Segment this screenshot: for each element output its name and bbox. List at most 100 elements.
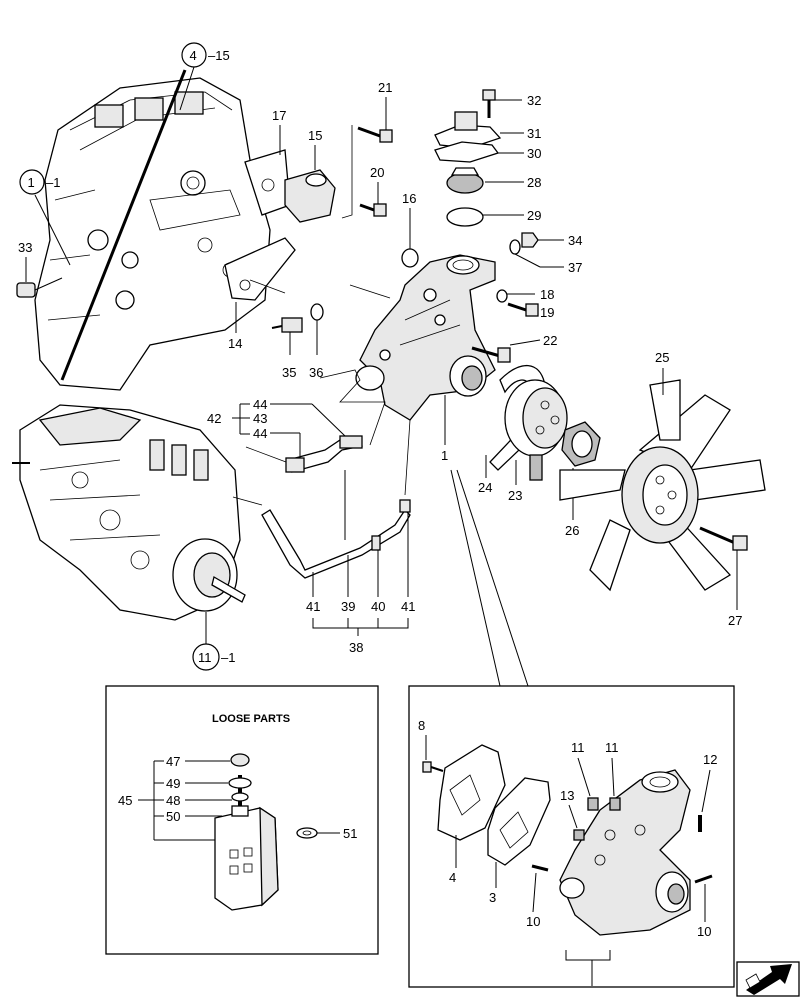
part-13-plug: [573, 829, 585, 841]
loose-parts-title: LOOSE PARTS: [212, 713, 290, 725]
part-36-washer: [310, 303, 324, 321]
part-48-o-ring: [231, 792, 249, 802]
callout-10-left: 10: [526, 914, 540, 929]
injection-pump: [12, 404, 246, 621]
ref-1-suffix: –1: [46, 175, 60, 190]
callout-44-bottom: 44: [253, 426, 267, 441]
part-31-thermostat-cover: [434, 111, 502, 149]
callout-38: 38: [349, 640, 363, 655]
ref-11-num: 11: [198, 650, 212, 665]
ref-1-num: 1: [28, 175, 35, 190]
part-22-stud: [471, 346, 501, 358]
callout-32: 32: [527, 93, 541, 108]
callout-16: 16: [402, 191, 416, 206]
callout-22: 22: [543, 333, 557, 348]
part-10-pin-left: [531, 864, 549, 872]
callout-39: 39: [341, 599, 355, 614]
callout-37: 37: [568, 260, 582, 275]
part-35-sensor: [271, 317, 303, 333]
part-4-gasket: [437, 744, 506, 841]
ref-4-num: 4: [190, 48, 197, 63]
next-page-arrow-icon[interactable]: [736, 961, 800, 997]
callout-44-top: 44: [253, 397, 267, 412]
callout-41-right: 41: [401, 599, 415, 614]
part-29-o-ring: [446, 207, 484, 227]
callout-27: 27: [728, 613, 742, 628]
callout-24: 24: [478, 480, 492, 495]
part-34-plug: [521, 232, 539, 248]
callout-47: 47: [166, 754, 180, 769]
part-51-washer: [296, 827, 318, 839]
callout-18: 18: [540, 287, 554, 302]
part-14-gasket: [224, 237, 296, 301]
callout-25: 25: [655, 350, 669, 365]
callout-11-right: 11: [605, 740, 619, 755]
part-26-spacer: [561, 421, 601, 467]
callout-20: 20: [370, 165, 384, 180]
part-18-washer: [496, 289, 508, 303]
part-49-gasket: [228, 777, 252, 789]
callout-29: 29: [527, 208, 541, 223]
callout-3: 3: [489, 890, 496, 905]
ref-circle-1: [19, 169, 45, 195]
part-50-reserve-tank: [214, 775, 279, 911]
callout-21: 21: [378, 80, 392, 95]
callout-12: 12: [703, 752, 717, 767]
part-39-hose: [261, 499, 411, 579]
engine-block: [34, 69, 271, 391]
callout-14: 14: [228, 336, 242, 351]
part-15-outlet: [284, 169, 336, 223]
loose-parts-box: [105, 685, 379, 955]
callout-42: 42: [207, 411, 221, 426]
callout-35: 35: [282, 365, 296, 380]
callout-48: 48: [166, 793, 180, 808]
callout-19: 19: [540, 305, 554, 320]
callout-36: 36: [309, 365, 323, 380]
part-11-plug-b: [609, 797, 621, 811]
ref-11-suffix: –1: [221, 650, 235, 665]
part-20-bolt: [359, 203, 387, 217]
part-8-bolt: [422, 761, 444, 773]
callout-33: 33: [18, 240, 32, 255]
part-43-hose-assembly: [285, 435, 363, 473]
part-23-pulley: [504, 379, 568, 481]
part-1-pump-detail: [559, 769, 691, 936]
callout-50: 50: [166, 809, 180, 824]
pump-detail-box: [408, 685, 735, 988]
part-10-pin-right: [694, 874, 713, 884]
callout-17: 17: [272, 108, 286, 123]
callout-8: 8: [418, 718, 425, 733]
callout-41-left: 41: [306, 599, 320, 614]
part-37-washer: [509, 239, 521, 255]
part-33-plug: [16, 277, 63, 298]
callout-40: 40: [371, 599, 385, 614]
part-32-bolt: [482, 89, 496, 118]
callout-31: 31: [527, 126, 541, 141]
callout-43: 43: [253, 411, 267, 426]
callout-28: 28: [527, 175, 541, 190]
part-28-thermostat: [446, 167, 484, 194]
callout-51: 51: [343, 826, 357, 841]
part-3-gasket: [487, 777, 551, 866]
callout-11-left: 11: [571, 740, 585, 755]
callout-23: 23: [508, 488, 522, 503]
callout-13: 13: [560, 788, 574, 803]
part-1-water-pump: [355, 254, 496, 421]
callout-10-right: 10: [697, 924, 711, 939]
part-21-bolt: [357, 126, 393, 143]
callout-49: 49: [166, 776, 180, 791]
part-25-fan: [559, 379, 766, 592]
callout-45: 45: [118, 793, 132, 808]
part-27-bolt: [699, 526, 748, 551]
part-19-bolt: [507, 302, 539, 317]
part-16-o-ring: [401, 248, 419, 268]
ref-4-suffix: –15: [208, 48, 230, 63]
callout-15: 15: [308, 128, 322, 143]
part-47-cap: [230, 753, 250, 767]
callout-4: 4: [449, 870, 456, 885]
callout-30: 30: [527, 146, 541, 161]
callout-1: 1: [441, 448, 448, 463]
callout-26: 26: [565, 523, 579, 538]
callout-34: 34: [568, 233, 582, 248]
